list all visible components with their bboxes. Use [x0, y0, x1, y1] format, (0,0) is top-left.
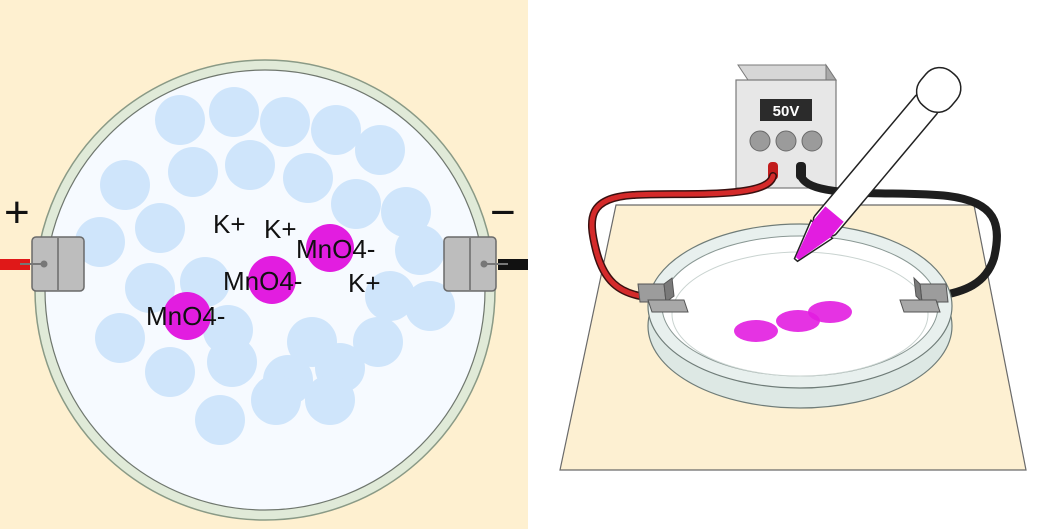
solvent-particle — [305, 375, 355, 425]
mno4-spot-1 — [734, 320, 778, 342]
negative-terminal-sign: − — [490, 188, 516, 237]
solvent-particle — [395, 225, 445, 275]
k-plus-label-2: K+ — [264, 214, 297, 244]
solvent-particle — [365, 271, 415, 321]
solvent-particle — [207, 337, 257, 387]
mno4-label-bottom: MnO4- — [146, 301, 225, 331]
knob-right — [801, 130, 823, 152]
solvent-particle — [100, 160, 150, 210]
solvent-particle — [405, 281, 455, 331]
mno4-ion-middle — [248, 256, 296, 304]
solvent-particle — [125, 263, 175, 313]
dropper-icon — [793, 66, 962, 263]
solvent-particle — [381, 187, 431, 237]
positive-wire — [589, 173, 776, 299]
voltage-readout: 50V — [773, 103, 800, 120]
solvent-particle — [260, 97, 310, 147]
solvent-particle — [251, 375, 301, 425]
mno4-spot-2 — [776, 310, 820, 332]
solvent-particle — [311, 105, 361, 155]
microscopic-view-svg: K+ K+ K+ MnO4- MnO4- MnO4- + − — [0, 0, 528, 529]
mno4-ion-bottom — [163, 292, 211, 340]
solvent-particle — [145, 347, 195, 397]
positive-wire — [0, 259, 30, 270]
negative-electrode — [443, 236, 508, 292]
positive-electrode — [20, 236, 85, 292]
microscopic-view-panel: K+ K+ K+ MnO4- MnO4- MnO4- + − — [0, 0, 528, 529]
knob-left — [749, 130, 771, 152]
knob-middle — [775, 130, 797, 152]
mno4-label-middle: MnO4- — [223, 266, 302, 296]
solvent-particle — [209, 87, 259, 137]
solvent-particles — [75, 87, 455, 445]
mno4-spot-3 — [808, 301, 852, 323]
negative-clip — [899, 276, 949, 313]
positive-clip — [637, 277, 689, 313]
solvent-particle — [283, 153, 333, 203]
solvent-particle — [95, 313, 145, 363]
solvent-particle — [75, 217, 125, 267]
voltage-display — [760, 99, 812, 121]
k-plus-label-1: K+ — [213, 209, 246, 239]
power-supply-icon: 50V — [735, 63, 837, 190]
apparatus-panel: 50V — [528, 0, 1059, 529]
solvent-particle — [168, 147, 218, 197]
solvent-particle — [331, 179, 381, 229]
solvent-particle — [135, 203, 185, 253]
mno4-label-top: MnO4- — [296, 234, 375, 264]
solvent-particle — [225, 140, 275, 190]
negative-wire — [498, 259, 528, 270]
k-plus-label-3: K+ — [348, 268, 381, 298]
solvent-particle — [353, 317, 403, 367]
mno4-ion-top — [306, 224, 354, 272]
apparatus-svg: 50V — [559, 63, 1027, 471]
solvent-particle — [155, 95, 205, 145]
solvent-particle — [355, 125, 405, 175]
positive-terminal-sign: + — [4, 188, 30, 237]
solvent-particle — [195, 395, 245, 445]
